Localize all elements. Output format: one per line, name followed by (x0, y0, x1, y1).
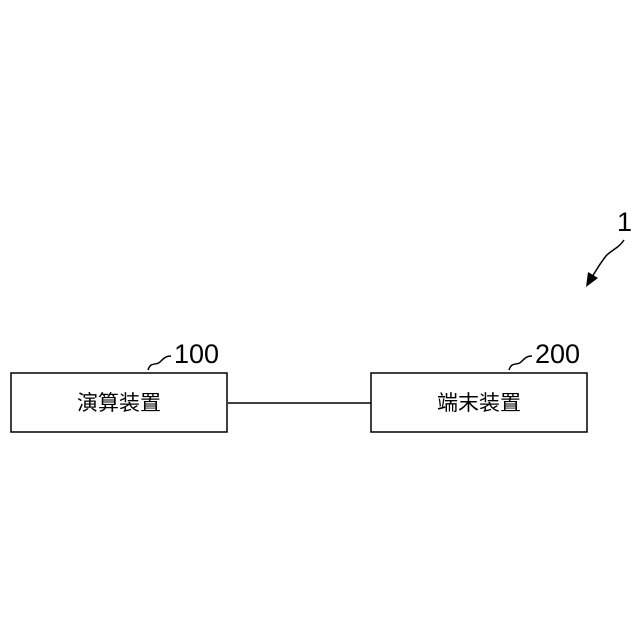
system-ref-number: 1 (617, 207, 632, 237)
node-computing-device: 演算装置 100 (11, 339, 227, 432)
leader-line (509, 356, 532, 370)
leader-line (148, 356, 171, 370)
node-ref-number: 100 (174, 339, 219, 369)
node-terminal-device: 端末装置 200 (371, 339, 587, 432)
arrow-head-icon (586, 272, 598, 287)
system-reference: 1 (586, 207, 632, 287)
node-label: 端末装置 (437, 391, 521, 415)
node-label: 演算装置 (77, 391, 161, 415)
system-ref-wavy-arrow-line (592, 240, 624, 277)
node-ref-number: 200 (535, 339, 580, 369)
